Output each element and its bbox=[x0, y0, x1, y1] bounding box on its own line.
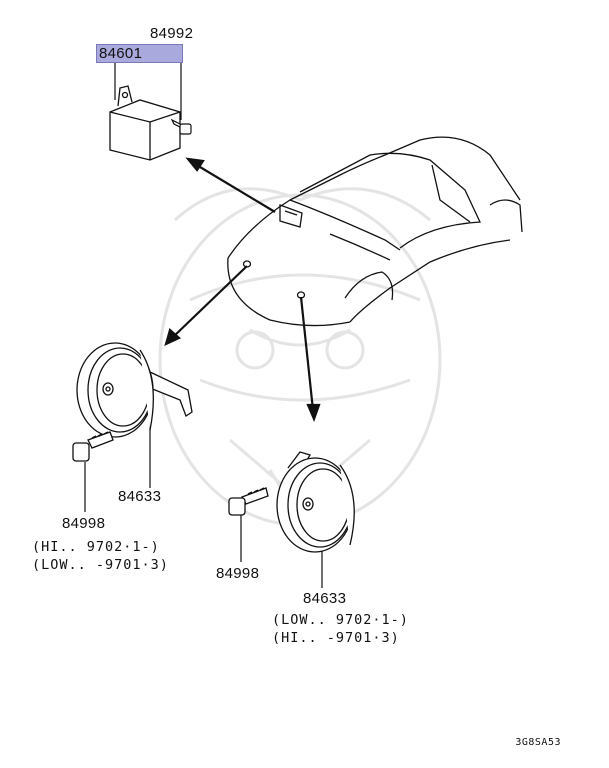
horn-right-note-1: (LOW.. 9702·1-) bbox=[272, 612, 409, 628]
part-number-84998-left[interactable]: 84998 bbox=[62, 515, 106, 532]
diagram-reference-code: 3G8SA53 bbox=[515, 737, 561, 748]
horn-right-drawing bbox=[276, 451, 355, 553]
bolt-left-note-1: (HI.. 9702·1-) bbox=[32, 539, 160, 555]
car-outline bbox=[227, 136, 523, 327]
part-number-84998-right[interactable]: 84998 bbox=[216, 565, 260, 582]
bolt-left-drawing bbox=[72, 431, 114, 462]
horn-right-note-2: (HI.. -9701·3) bbox=[272, 630, 400, 646]
control-unit-drawing bbox=[109, 85, 181, 161]
bolt-right-drawing bbox=[228, 487, 269, 516]
part-number-84601[interactable]: 84601 bbox=[99, 45, 143, 62]
part-number-84633-left[interactable]: 84633 bbox=[118, 488, 162, 505]
part-number-84992[interactable]: 84992 bbox=[150, 25, 194, 42]
horn-left-drawing bbox=[76, 342, 193, 438]
part-number-84633-right[interactable]: 84633 bbox=[303, 590, 347, 607]
bolt-left-note-2: (LOW.. -9701·3) bbox=[32, 557, 169, 573]
bolt-84992-drawing bbox=[170, 118, 192, 135]
part-highlight bbox=[96, 44, 183, 63]
callout-arrows bbox=[164, 157, 321, 423]
